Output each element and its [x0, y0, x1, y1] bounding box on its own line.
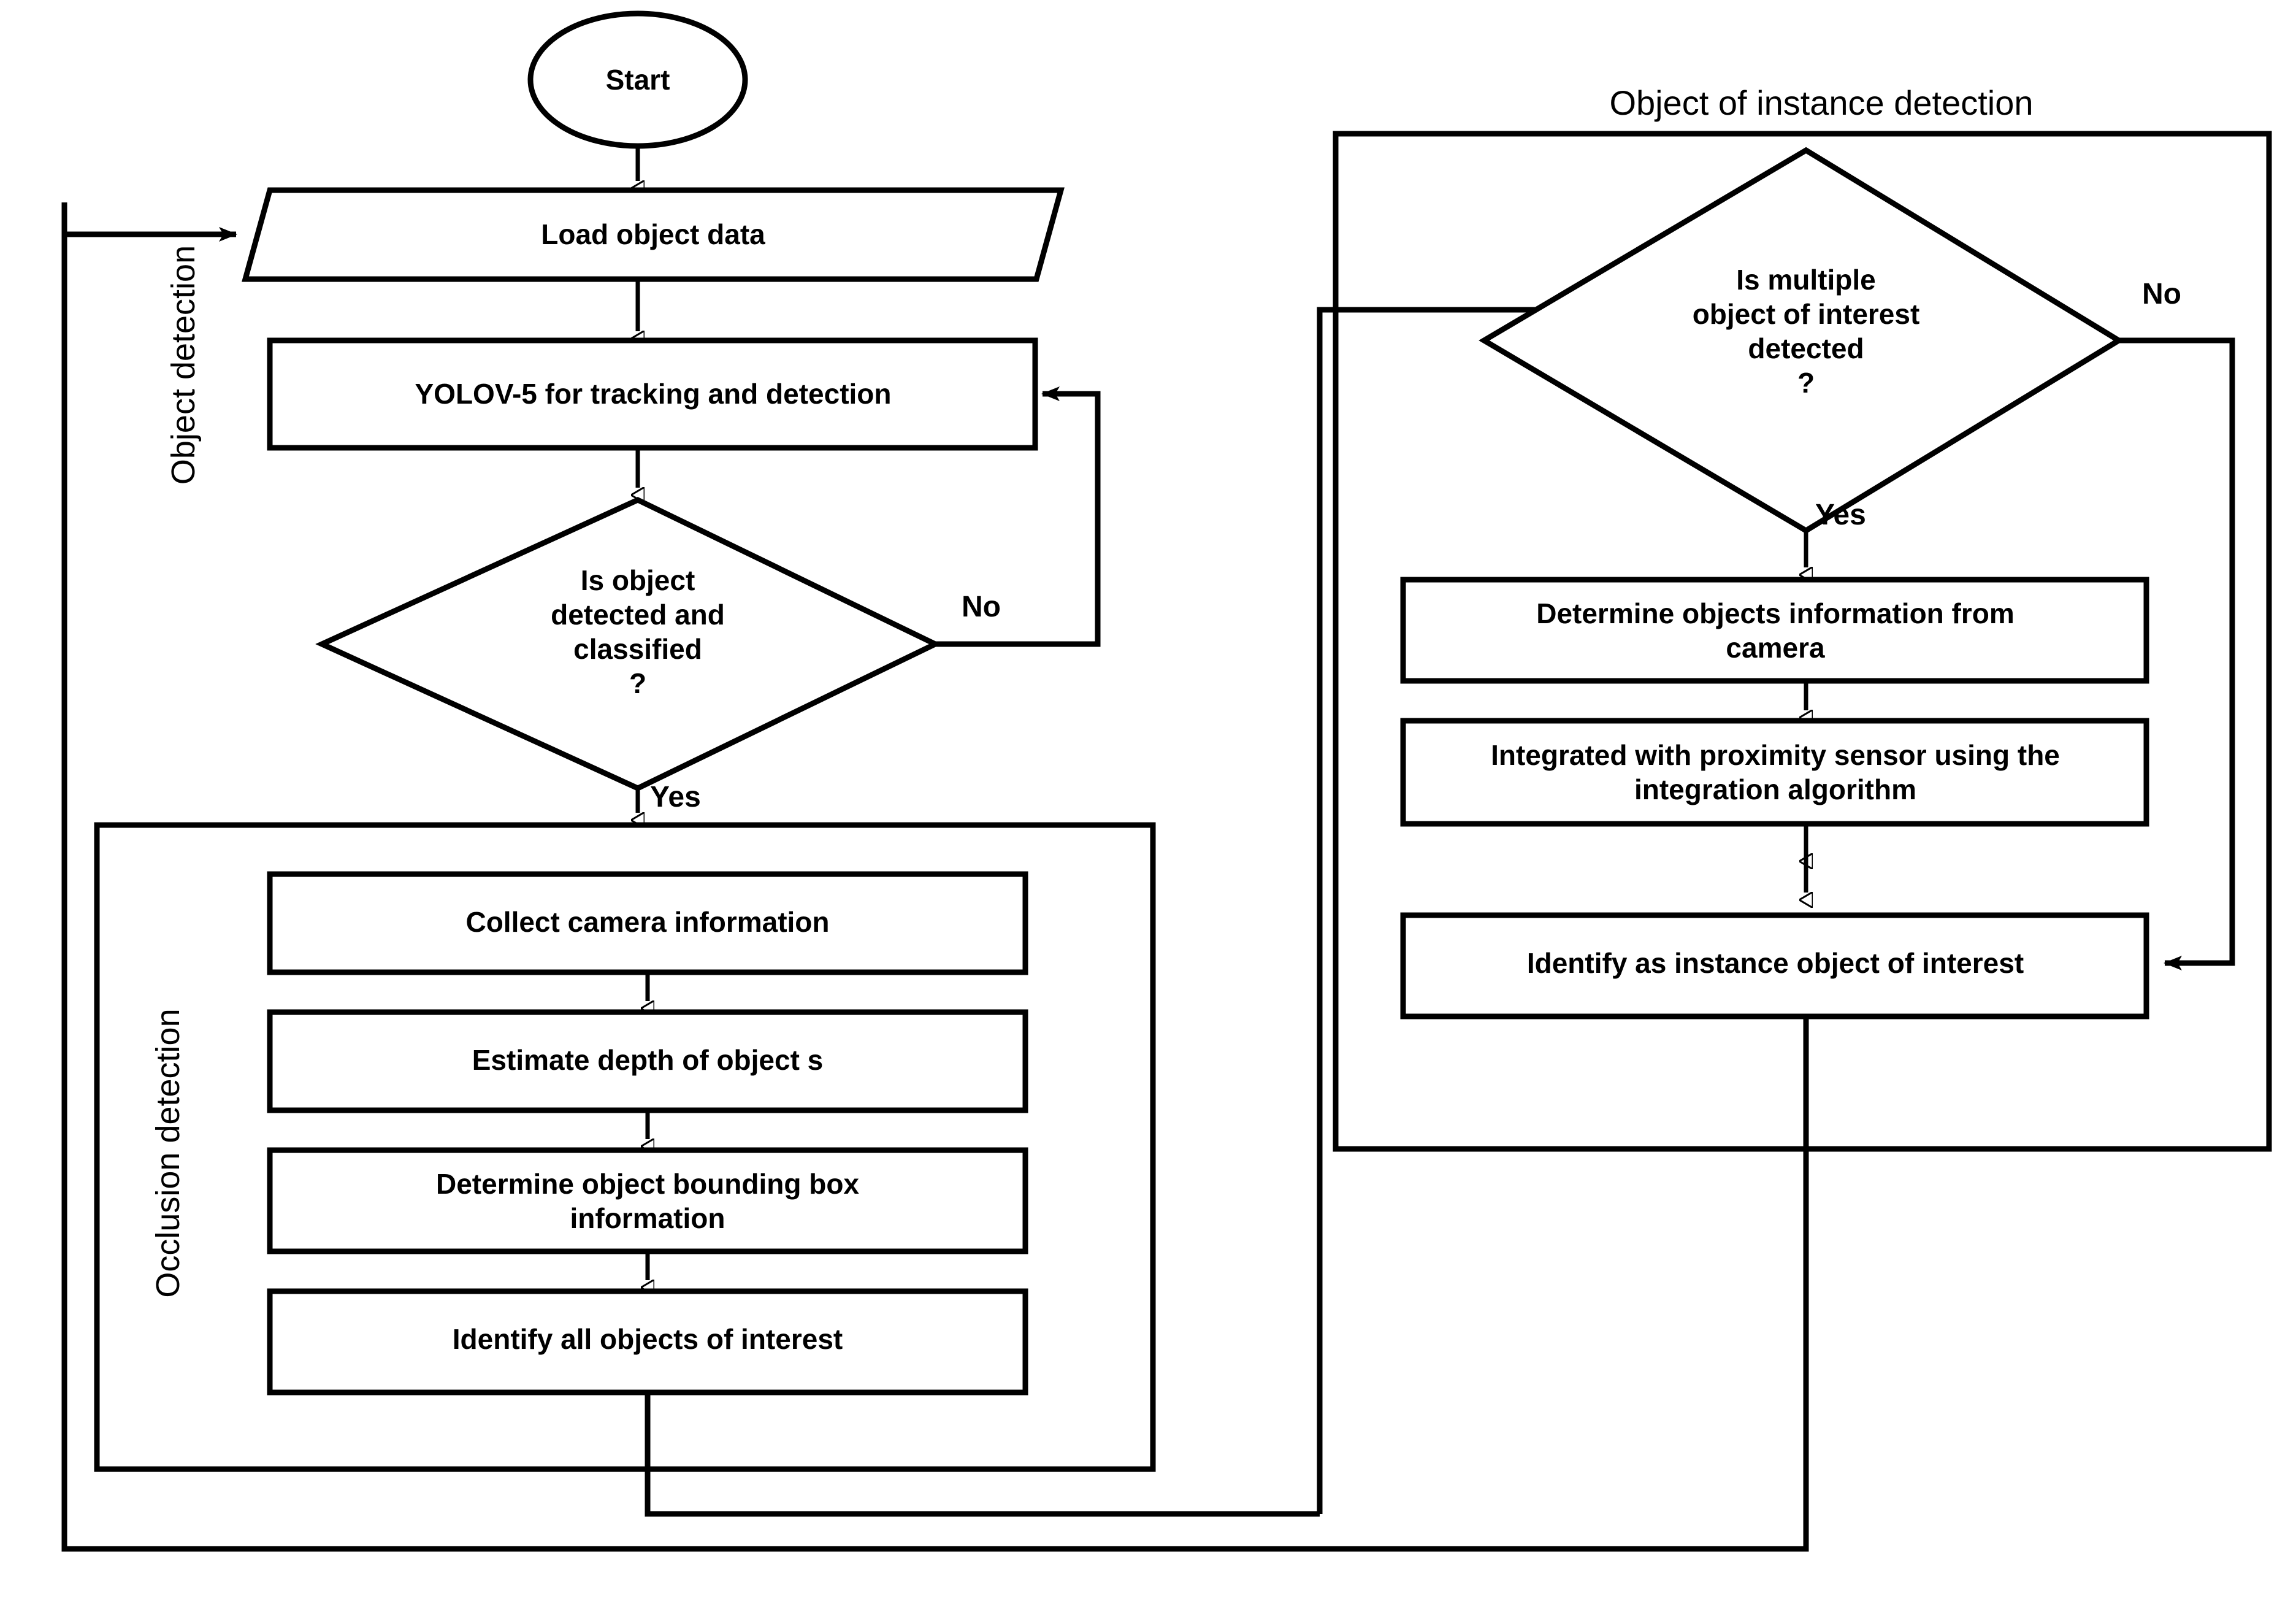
estimate-depth-shape: [267, 1009, 1028, 1113]
edge-detect-no-loop: [935, 386, 1101, 647]
start-node[interactable]: [530, 13, 745, 146]
yolo-node[interactable]: [270, 340, 1035, 448]
identify-instance-shape: [1400, 912, 2149, 1019]
load-object-data-shape: [242, 187, 1065, 282]
bounding-box-shape: [267, 1147, 1028, 1254]
decision-detect-node[interactable]: [322, 500, 935, 788]
collect-camera-shape: [267, 871, 1028, 975]
integrated-proximity-shape: [1400, 718, 2149, 827]
determine-objects-node[interactable]: [1403, 580, 2146, 681]
decision-multiple-node[interactable]: [1484, 150, 2119, 531]
integrated-proximity-node[interactable]: [1403, 721, 2146, 824]
edge-occlusion-to-instance: [645, 1392, 1320, 1517]
instance-detection-group-box: [1333, 131, 2272, 1152]
edge-global-feedback: [61, 227, 1809, 1552]
identify-all-node[interactable]: [270, 1291, 1025, 1392]
identify-instance-node[interactable]: [1403, 915, 2146, 1016]
collect-camera-node[interactable]: [270, 874, 1025, 972]
determine-objects-shape: [1400, 577, 2149, 684]
load-object-data-node[interactable]: [245, 190, 1061, 279]
bounding-box-node[interactable]: [270, 1150, 1025, 1251]
estimate-depth-node[interactable]: [270, 1012, 1025, 1110]
edge-multiple-no-loop: [2119, 337, 2235, 970]
identify-all-shape: [267, 1288, 1028, 1396]
yolo-node-shape: [267, 337, 1038, 451]
